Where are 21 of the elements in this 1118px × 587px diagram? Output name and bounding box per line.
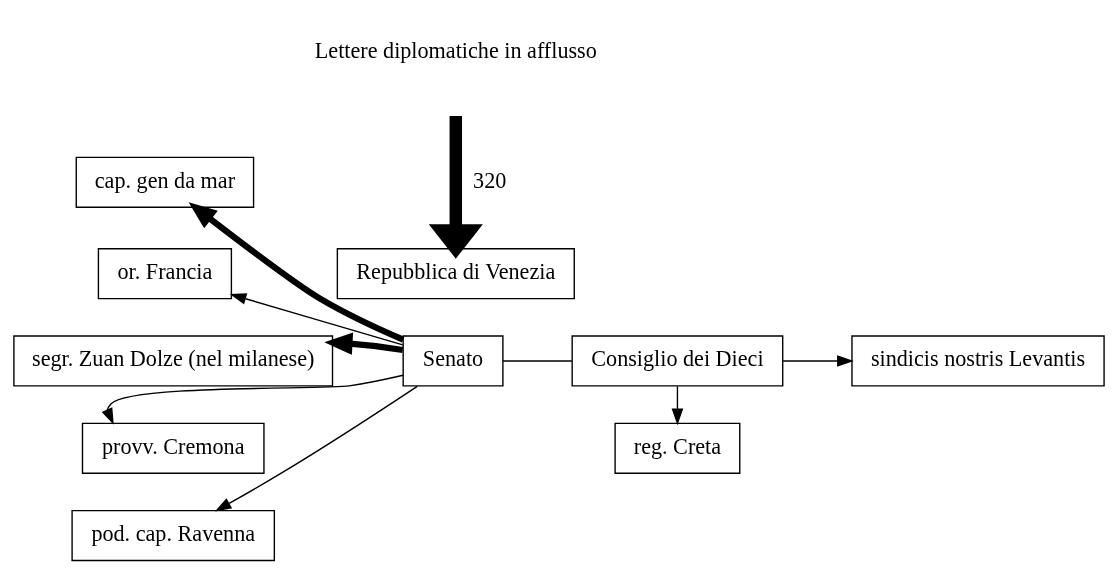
- node-box: sindicis nostris Levantis: [851, 334, 1105, 387]
- arrow: [428, 115, 483, 259]
- node-box: cap. gen da mar: [75, 156, 255, 208]
- label: Lettere diplomatiche in afflusso: [314, 37, 597, 63]
- node-box: pod. cap. Ravenna: [71, 509, 276, 561]
- node-box: Consiglio dei Dieci: [571, 334, 784, 387]
- arrow: [101, 374, 404, 425]
- node-box: Repubblica di Venezia: [336, 247, 575, 299]
- node-box: Senato: [402, 334, 504, 387]
- node-box: reg. Creta: [614, 422, 741, 474]
- node-box: or. Francia: [97, 247, 233, 299]
- node-box: segr. Zuan Dolze (nel milanese): [13, 334, 334, 387]
- arrow: [324, 332, 404, 355]
- arrow: [782, 354, 854, 367]
- arrow: [214, 385, 418, 511]
- node-box: provv. Cremona: [81, 422, 265, 474]
- connector: [502, 359, 573, 362]
- edge-label: 320: [473, 167, 507, 193]
- arrow: [229, 292, 404, 346]
- arrow: [671, 385, 684, 425]
- arrow: [188, 201, 405, 343]
